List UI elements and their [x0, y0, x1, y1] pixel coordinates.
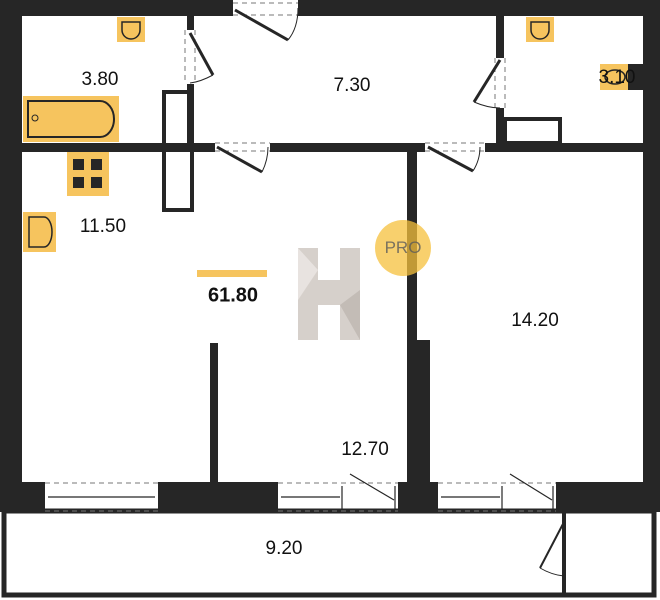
sink-icon — [526, 17, 554, 42]
sink-icon — [117, 17, 145, 42]
walls — [0, 0, 660, 512]
stove-icon — [67, 152, 109, 196]
balcony-partition — [562, 512, 566, 596]
room-area-hallway: 7.30 — [333, 75, 371, 96]
room-area-toilet: 3.10 — [598, 67, 636, 88]
total-area-bar — [197, 270, 267, 277]
doors — [188, 7, 565, 577]
room-area-balcony: 9.20 — [265, 538, 303, 559]
room-area-bathroom: 3.80 — [81, 69, 119, 90]
logo-watermark — [298, 248, 360, 340]
total-area: 61.80 — [207, 284, 259, 307]
toilet-icon — [600, 64, 643, 90]
room-area-kitchen: 11.50 — [79, 216, 127, 237]
room-area-living-room: 12.70 — [341, 439, 389, 460]
pro-badge: PRO — [375, 220, 431, 276]
room-area-bedroom: 14.20 — [511, 310, 559, 331]
kitchen-sink-icon — [23, 212, 56, 252]
windows — [48, 473, 554, 510]
balcony-outline — [1, 508, 657, 598]
openings — [45, 2, 556, 512]
bathtub-icon — [23, 96, 119, 142]
shaft-and-closet — [162, 90, 562, 212]
